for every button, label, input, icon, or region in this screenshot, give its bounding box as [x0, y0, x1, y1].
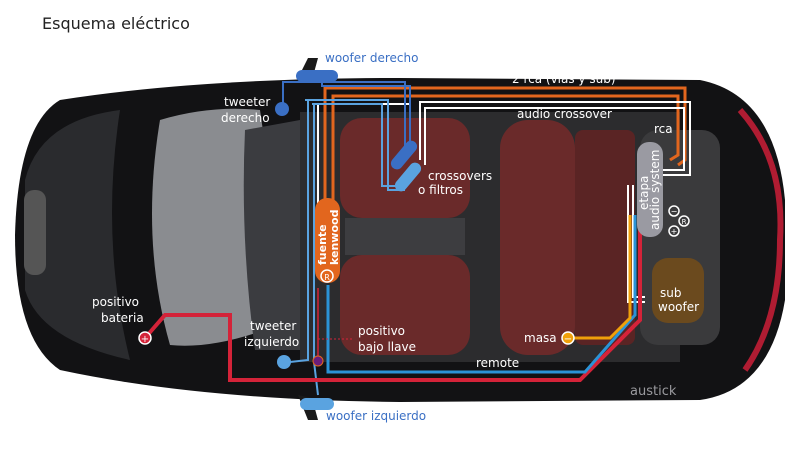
wire-blue-woofer-right-2 — [321, 82, 411, 150]
amp-plus-icon: + — [668, 225, 680, 237]
label-etapa: etapa — [637, 176, 651, 210]
dashboard — [243, 120, 310, 350]
label-woofer-derecho: woofer derecho — [325, 51, 418, 65]
amplifier-audio-system — [637, 142, 663, 237]
wire-yellow-ground — [568, 215, 632, 340]
label-audio-system: audio system — [648, 150, 662, 230]
woofer-right-speaker — [296, 70, 338, 82]
remote-terminal-icon: R — [320, 269, 334, 283]
label-crossovers-2: o filtros — [418, 183, 463, 197]
head-unit-kenwood — [315, 198, 340, 283]
wire-white-1 — [419, 101, 691, 176]
wire-lightblue-tweeter-right — [289, 99, 405, 363]
plus-symbol: + — [141, 334, 149, 345]
label-rca: rca — [654, 122, 673, 136]
label-2-rca: 2 rca (vias y sub) — [512, 72, 616, 86]
amp-minus-icon: − — [668, 205, 680, 217]
battery-positive-icon: + — [138, 331, 152, 345]
label-positivo-bateria-2: bateria — [101, 311, 144, 325]
ignition-positive-point — [312, 355, 324, 367]
wire-white-2 — [424, 107, 685, 171]
label-crossovers-1: crossovers — [428, 169, 492, 183]
label-positivo-bajo-llave-2: bajo llave — [358, 340, 416, 354]
grille — [24, 190, 46, 275]
label-woofer-izquierdo: woofer izquierdo — [326, 409, 426, 423]
svg-text:−: − — [671, 207, 678, 216]
diagram-title: Esquema eléctrico — [42, 14, 190, 33]
label-fuente: fuente — [316, 224, 329, 265]
wire-blue-remote — [326, 215, 637, 374]
svg-text:+: + — [671, 227, 678, 236]
svg-text:R: R — [682, 218, 687, 226]
rear-seat-cushion — [575, 130, 635, 345]
label-tweeter-izquierdo-1: tweeter — [250, 319, 296, 333]
label-audio-crossover: audio crossover — [517, 107, 612, 121]
amp-remote-icon: R — [678, 215, 690, 227]
label-tweeter-izquierdo-2: izquierdo — [244, 335, 299, 349]
label-woofer: woofer — [658, 300, 699, 314]
wire-red-battery — [143, 215, 642, 382]
rear-seat — [500, 120, 575, 355]
label-positivo-bajo-llave-1: positivo — [358, 324, 405, 338]
label-kenwood: kenwood — [328, 210, 341, 265]
wire-orange-rca-2 — [331, 94, 680, 200]
remote-symbol: R — [324, 273, 330, 282]
label-sub: sub — [660, 286, 681, 300]
center-console — [345, 218, 465, 255]
label-remote: remote — [476, 356, 519, 370]
hood — [25, 110, 130, 360]
label-masa: masa — [524, 331, 557, 345]
label-tweeter-derecho-1: tweeter — [224, 95, 270, 109]
minus-symbol: − — [564, 334, 572, 345]
label-tweeter-derecho-2: derecho — [221, 111, 270, 125]
crossover-right — [390, 140, 418, 170]
subwoofer — [652, 258, 704, 323]
rear-light — [737, 107, 784, 372]
front-seat-right — [340, 118, 470, 218]
label-positivo-bateria-1: positivo — [92, 295, 139, 309]
crossover-left — [394, 162, 422, 192]
tweeter-right-speaker — [275, 102, 289, 116]
watermark: austick — [630, 384, 677, 399]
ground-terminal-icon: − — [561, 331, 575, 345]
tweeter-left-speaker — [277, 355, 291, 369]
wire-orange-rca-1 — [323, 86, 687, 200]
front-seat-left — [340, 255, 470, 355]
woofer-left-speaker — [300, 398, 334, 410]
